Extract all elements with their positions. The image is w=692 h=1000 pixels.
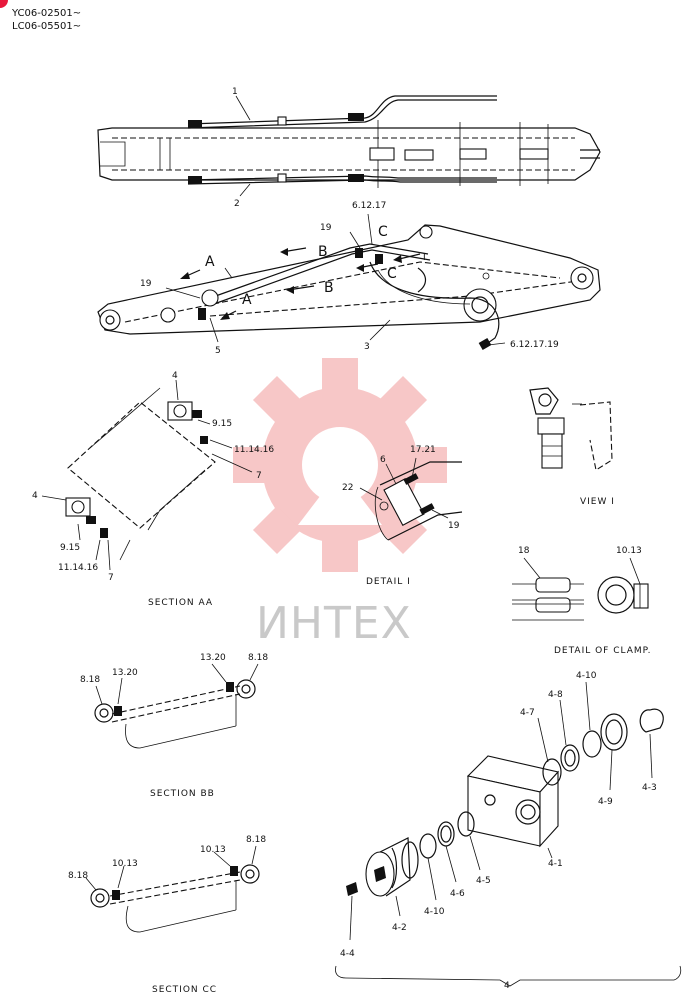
callout-6-12-17: 6.12.17 <box>352 201 386 211</box>
aa-callout-4-left: 4 <box>32 491 38 501</box>
callout-4-8: 4-8 <box>548 690 563 700</box>
section-arrow-b-lower: B <box>324 280 334 296</box>
clamp-callout-10-13: 10.13 <box>616 546 642 556</box>
aa-callout-9-15-bottom: 9.15 <box>60 543 80 553</box>
section-arrow-c-lower: C <box>387 266 397 282</box>
caption-view-i: VIEW I <box>580 497 615 507</box>
clamp-callout-18: 18 <box>518 546 530 556</box>
bb-callout-13-20-right: 13.20 <box>200 653 226 663</box>
arm-side-view <box>97 213 601 350</box>
callout-4-3: 4-3 <box>642 783 657 793</box>
bb-callout-8-18-left: 8.18 <box>80 675 100 685</box>
callout-4-5: 4-5 <box>476 876 491 886</box>
callout-4-4: 4-4 <box>340 949 355 959</box>
arm-top-view <box>97 95 601 197</box>
aa-callout-9-15-top: 9.15 <box>212 419 232 429</box>
callout-4-2: 4-2 <box>392 923 407 933</box>
callout-6-12-17-19: 6.12.17.19 <box>510 340 559 350</box>
part-4-exploded-view <box>335 681 682 987</box>
detail-callout-22: 22 <box>342 483 353 493</box>
view-i-drawing <box>529 387 613 471</box>
serial-range-2: LC06-05501~ <box>12 21 82 32</box>
callout-4-10-bottom: 4-10 <box>424 907 445 917</box>
serial-range-1: YC06-02501~ <box>12 8 82 19</box>
callout-5: 5 <box>215 346 221 356</box>
aa-callout-7-bottom: 7 <box>108 573 114 583</box>
detail-callout-6: 6 <box>380 455 386 465</box>
caption-section-bb: SECTION BB <box>150 789 215 799</box>
caption-detail-i: DETAIL I <box>366 577 411 587</box>
callout-19-left: 19 <box>140 279 152 289</box>
detail-clamp-drawing <box>512 557 649 621</box>
callout-19-arm: 19 <box>320 223 332 233</box>
callout-3: 3 <box>364 342 370 352</box>
callout-2: 2 <box>234 199 240 209</box>
section-arrow-a-lower: A <box>242 292 252 308</box>
callout-4-1: 4-1 <box>548 859 563 869</box>
callout-4-9: 4-9 <box>598 797 613 807</box>
section-aa-drawing <box>41 379 253 571</box>
caption-section-cc: SECTION CC <box>152 985 217 995</box>
aa-callout-11-14-16-bottom: 11.14.16 <box>58 563 98 573</box>
section-cc-drawing <box>85 845 260 933</box>
cc-callout-8-18-right: 8.18 <box>246 835 266 845</box>
detail-callout-17-21: 17.21 <box>410 445 436 455</box>
cc-callout-8-18-left: 8.18 <box>68 871 88 881</box>
detail-i-drawing <box>359 457 463 541</box>
callout-4-10-top: 4-10 <box>576 671 597 681</box>
aa-callout-4-top: 4 <box>172 371 178 381</box>
callout-4-7: 4-7 <box>520 708 535 718</box>
watermark-text: ИНТЕХ <box>256 598 412 649</box>
cc-callout-10-13-right: 10.13 <box>200 845 226 855</box>
callout-4-6: 4-6 <box>450 889 465 899</box>
section-arrow-b-upper: B <box>318 244 328 260</box>
cc-callout-10-13-left: 10.13 <box>112 859 138 869</box>
callout-4-group: 4 <box>504 981 510 991</box>
view-i-marker: I <box>423 253 426 263</box>
detail-callout-19: 19 <box>448 521 460 531</box>
section-arrow-c-upper: C <box>378 224 388 240</box>
caption-section-aa: SECTION AA <box>148 598 213 608</box>
bb-callout-13-20-left: 13.20 <box>112 668 138 678</box>
caption-detail-clamp: DETAIL OF CLAMP. <box>554 646 652 656</box>
aa-callout-11-14-16-top: 11.14.16 <box>234 445 274 455</box>
callout-1: 1 <box>232 87 238 97</box>
bb-callout-8-18-right: 8.18 <box>248 653 268 663</box>
corner-marker <box>0 0 8 8</box>
section-bb-drawing <box>94 663 259 749</box>
section-arrow-a-upper: A <box>205 254 215 270</box>
aa-callout-7-top: 7 <box>256 471 262 481</box>
